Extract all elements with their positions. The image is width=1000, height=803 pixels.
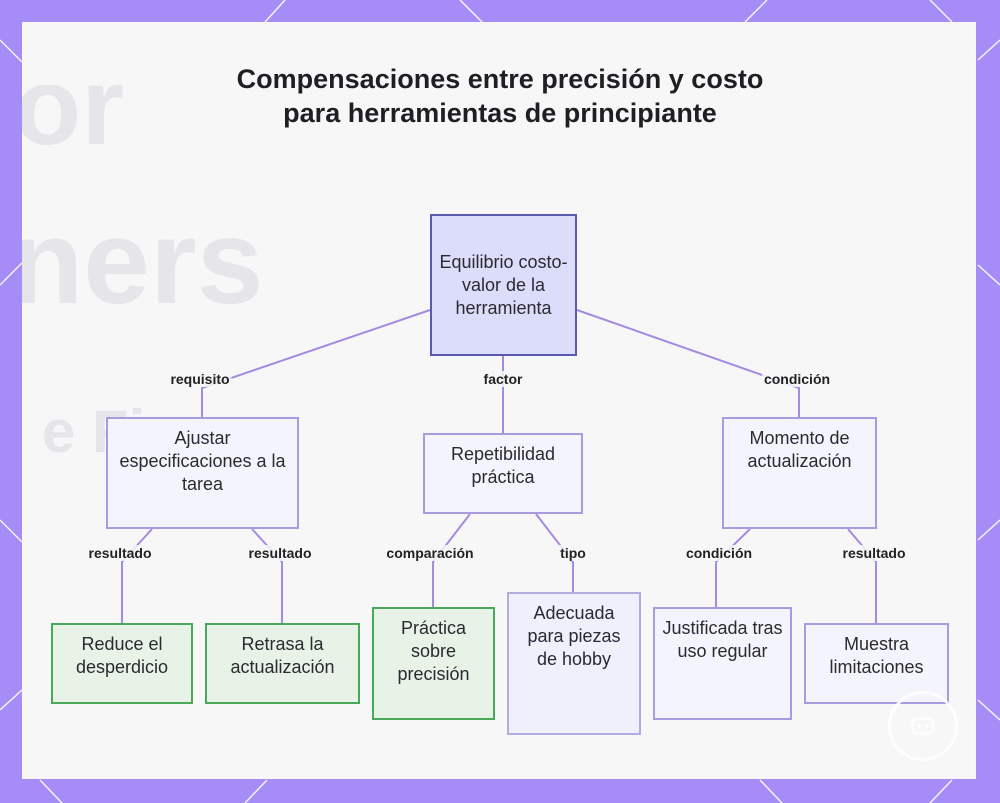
node-justificada: Justificada tras uso regular bbox=[653, 607, 792, 720]
edge-label-requisito: requisito bbox=[168, 371, 231, 387]
link-root-ajustar bbox=[202, 310, 430, 417]
node-reduce: Reduce el desperdicio bbox=[51, 623, 193, 704]
node-root: Equilibrio costo-valor de la herramienta bbox=[430, 214, 577, 356]
link-root-momento bbox=[577, 310, 799, 417]
edge-label-tipo: tipo bbox=[558, 545, 588, 561]
node-retrasa: Retrasa la actualización bbox=[205, 623, 360, 704]
node-adecuada: Adecuada para piezas de hobby bbox=[507, 592, 641, 735]
edge-label-condicion: condición bbox=[684, 545, 754, 561]
node-practica: Práctica sobre precisión bbox=[372, 607, 495, 720]
edge-label-comparacion: comparación bbox=[384, 545, 475, 561]
edge-label-resultado: resultado bbox=[246, 545, 313, 561]
edge-label-condicion: condición bbox=[762, 371, 832, 387]
link-momento-muestra bbox=[848, 529, 876, 623]
edge-label-resultado: resultado bbox=[840, 545, 907, 561]
edge-label-resultado: resultado bbox=[86, 545, 153, 561]
node-ajustar: Ajustar especificaciones a la tarea bbox=[106, 417, 299, 529]
link-momento-justificada bbox=[716, 529, 750, 607]
link-ajustar-reduce bbox=[122, 529, 152, 623]
node-momento: Momento de actualización bbox=[722, 417, 877, 529]
edge-label-factor: factor bbox=[482, 371, 525, 387]
node-repetibilidad: Repetibilidad práctica bbox=[423, 433, 583, 514]
diagram-canvas: or ners e Fi Compensaciones entre precis… bbox=[22, 22, 976, 779]
logo-icon bbox=[888, 691, 958, 761]
link-ajustar-retrasa bbox=[252, 529, 282, 623]
